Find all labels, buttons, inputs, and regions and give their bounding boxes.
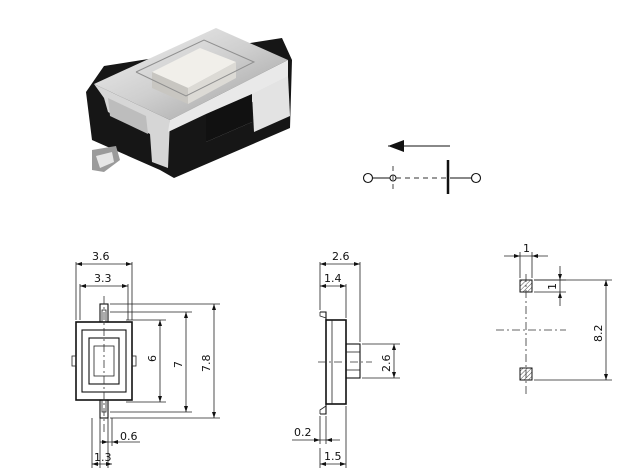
dim-front-height-mid: 7 xyxy=(172,361,185,368)
side-actuator xyxy=(345,343,361,379)
dim-front-terminal-width: 1.3 xyxy=(94,451,112,464)
dim-front-width-outer: 3.6 xyxy=(92,250,110,263)
dim-pad-pitch: 8.2 xyxy=(592,325,605,343)
dim-pad-height: 1 xyxy=(546,283,559,290)
dim-side-depth-base: 1.4 xyxy=(324,272,342,285)
dim-side-terminal-thickness: 0.2 xyxy=(294,426,312,439)
dim-side-depth-total: 2.6 xyxy=(332,250,350,263)
dim-pad-width: 1 xyxy=(523,242,530,255)
front-view: 3.6 3.3 6 7 7.8 0.6 xyxy=(71,250,220,468)
schematic-terminal-left xyxy=(362,172,374,184)
schematic-terminal-right xyxy=(470,172,482,184)
dim-front-width-inner: 3.3 xyxy=(94,272,112,285)
switch-schematic-symbol xyxy=(362,140,482,194)
pcb-footprint: 1 1 8.2 xyxy=(496,242,612,394)
dim-front-height-total: 7.8 xyxy=(200,355,213,373)
dim-front-height-inner: 6 xyxy=(146,355,159,362)
dim-front-terminal-offset: 0.6 xyxy=(120,430,138,443)
product-image xyxy=(86,28,292,178)
schematic-arrow-head xyxy=(388,140,404,152)
side-view: 2.6 1.4 2.6 0.2 1.5 xyxy=(292,250,400,468)
dim-side-base-width: 1.5 xyxy=(324,450,342,463)
dim-side-actuator-height: 2.6 xyxy=(380,355,393,373)
